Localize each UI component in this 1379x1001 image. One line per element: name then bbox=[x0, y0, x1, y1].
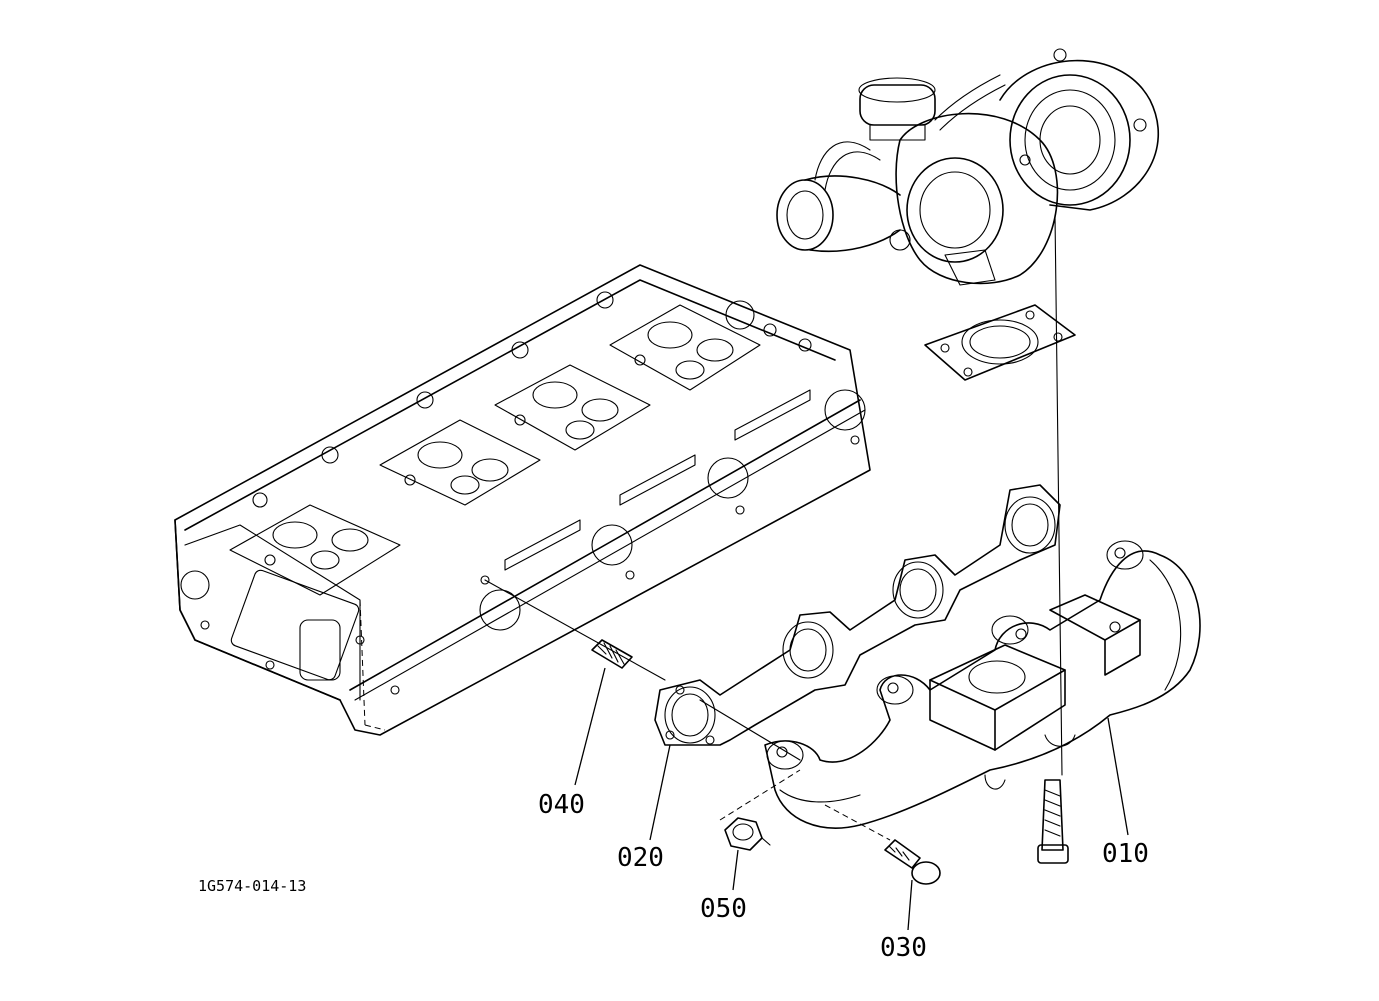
combustion-chamber-2 bbox=[379, 419, 541, 506]
flange-bolt-turbo[interactable] bbox=[1037, 779, 1069, 864]
drawing-code: 1G574-014-13 bbox=[198, 877, 306, 895]
leader-050 bbox=[732, 849, 739, 891]
turbo-flange-gasket[interactable] bbox=[924, 304, 1076, 381]
callout-010: 010 bbox=[1102, 839, 1149, 869]
callout-030: 030 bbox=[880, 933, 927, 963]
flange-nut[interactable] bbox=[724, 817, 771, 851]
callout-040: 040 bbox=[538, 790, 585, 820]
leader-010 bbox=[1107, 717, 1129, 836]
cylinder-head[interactable] bbox=[174, 264, 871, 736]
flange-bolt-manifold[interactable] bbox=[884, 839, 941, 885]
callout-020: 020 bbox=[617, 843, 664, 873]
combustion-chamber-1 bbox=[229, 504, 401, 596]
exhaust-manifold[interactable] bbox=[764, 540, 1201, 829]
turbocharger[interactable] bbox=[776, 48, 1160, 286]
callout-050: 050 bbox=[700, 894, 747, 924]
exhaust-manifold-gasket[interactable] bbox=[654, 484, 1061, 746]
alignment-line-stud bbox=[484, 579, 666, 681]
leader-030 bbox=[907, 879, 913, 931]
combustion-chamber-3 bbox=[494, 364, 651, 451]
leader-020 bbox=[649, 744, 671, 841]
alignment-line-nut bbox=[719, 769, 801, 821]
leader-040 bbox=[574, 667, 606, 786]
alignment-line-gasket bbox=[699, 699, 801, 761]
combustion-chamber-4 bbox=[609, 300, 761, 391]
stud-bolt[interactable] bbox=[591, 639, 633, 669]
alignment-line-bolt bbox=[824, 804, 891, 841]
alignment-line-turbo bbox=[1054, 214, 1063, 776]
